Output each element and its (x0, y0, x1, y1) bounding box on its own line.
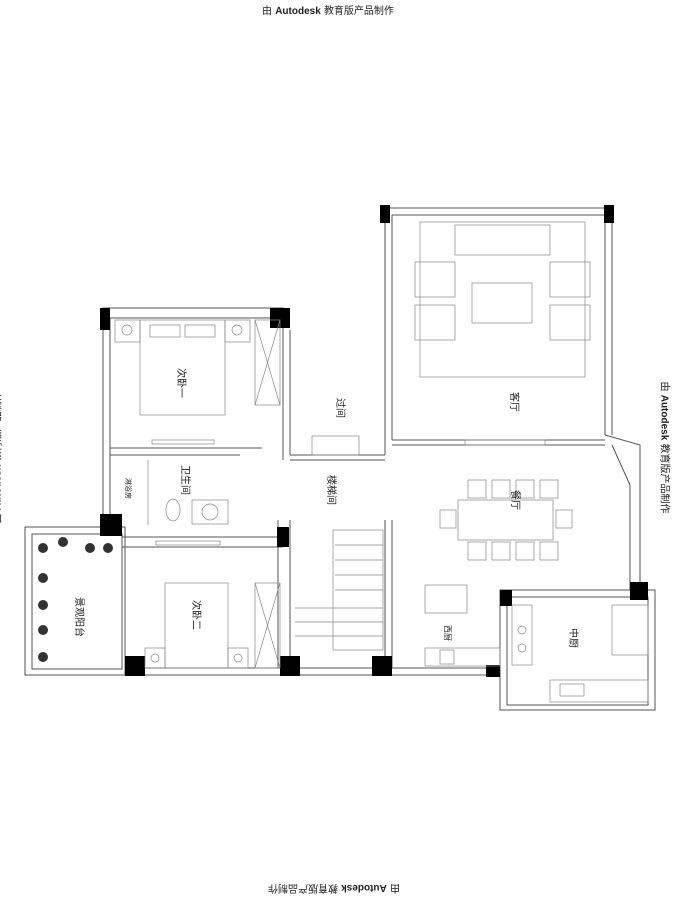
label-corridor: 过间 (334, 398, 347, 418)
label-bathroom: 卫生间 (179, 465, 192, 495)
structural-columns (100, 205, 648, 677)
bathroom-fixtures (147, 460, 229, 525)
bed-bedroom2 (144, 540, 281, 669)
corridor-cabinet (311, 435, 360, 456)
label-chinese-kitchen: 中厨 (567, 628, 580, 648)
kitchen-counters (424, 604, 649, 703)
living-room-furniture (414, 221, 591, 446)
label-balcony: 景观阳台 (73, 597, 86, 637)
watermark-brand: Autodesk (275, 6, 321, 17)
label-western-kitchen: 西厨 (443, 625, 452, 641)
label-living-room: 客厅 (508, 392, 521, 412)
room-labels: 次卧一 过间 客厅 卫生间 淋浴房 楼梯间 餐厅 景观阳台 次卧二 西厨 中厨 (73, 368, 580, 648)
staircase (295, 529, 384, 651)
label-stairwell: 楼梯间 (325, 475, 338, 505)
balcony-plants (38, 537, 113, 662)
watermark-top: 由 Autodesk 教育版产品制作 (262, 2, 394, 17)
bed-bedroom1 (114, 319, 281, 445)
watermark-prefix: 由 (262, 6, 272, 17)
label-shower: 淋浴房 (124, 478, 133, 499)
watermark-suffix: 教育版产品制作 (323, 6, 394, 17)
label-bedroom2: 次卧二 (190, 600, 203, 630)
dining-table (424, 479, 573, 614)
label-dining-room: 餐厅 (509, 490, 522, 510)
label-bedroom1: 次卧一 (175, 368, 188, 398)
walls (24, 207, 656, 711)
